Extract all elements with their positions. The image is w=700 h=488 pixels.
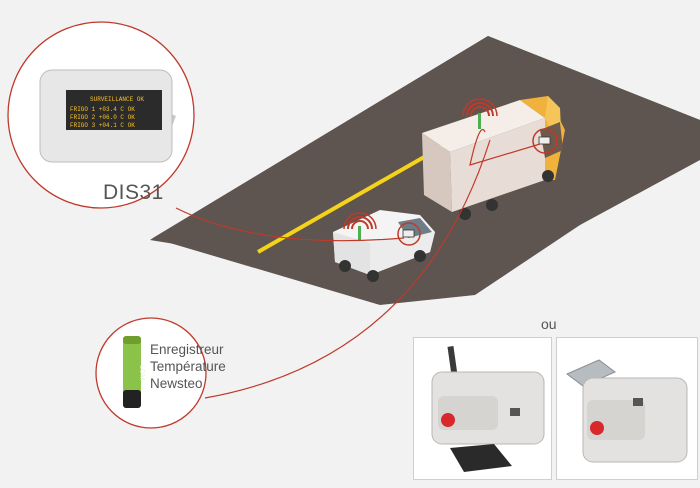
recorder-stick-text: LOM <box>138 365 145 380</box>
dis31-label: DIS31 <box>103 181 164 204</box>
callout-line-recorder <box>204 139 491 399</box>
red-button-icon <box>441 413 455 427</box>
newsteo-recorder-stick: LOM <box>123 336 145 408</box>
lcd-line-3: FRIGO 2 +06.0 C OK <box>70 114 135 121</box>
truck-antenna-signal-icon <box>462 98 498 117</box>
lcd-line-1: SURVEILLANCE OK <box>90 96 144 103</box>
van-antenna-signal-icon <box>343 212 377 230</box>
alternative-label: ou <box>541 316 557 332</box>
callout-line-display <box>175 207 405 242</box>
recorder-label: Enregistreur Température Newsteo <box>150 342 226 391</box>
device-with-mount-panel <box>556 337 698 480</box>
device-with-antenna-panel <box>413 337 552 480</box>
dis31-display-device: SURVEILLANCE OK FRIGO 1 +03.4 C OK FRIGO… <box>39 69 176 163</box>
red-button-icon <box>590 421 604 435</box>
truck-cab-display-highlight <box>532 128 558 154</box>
truck <box>422 96 565 220</box>
van <box>333 210 435 282</box>
van-display-highlight <box>397 222 421 246</box>
callout-line-truck <box>469 128 541 166</box>
lcd-line-2: FRIGO 1 +03.4 C OK <box>70 106 135 113</box>
lcd-line-4: FRIGO 3 +04.1 C OK <box>70 122 135 129</box>
